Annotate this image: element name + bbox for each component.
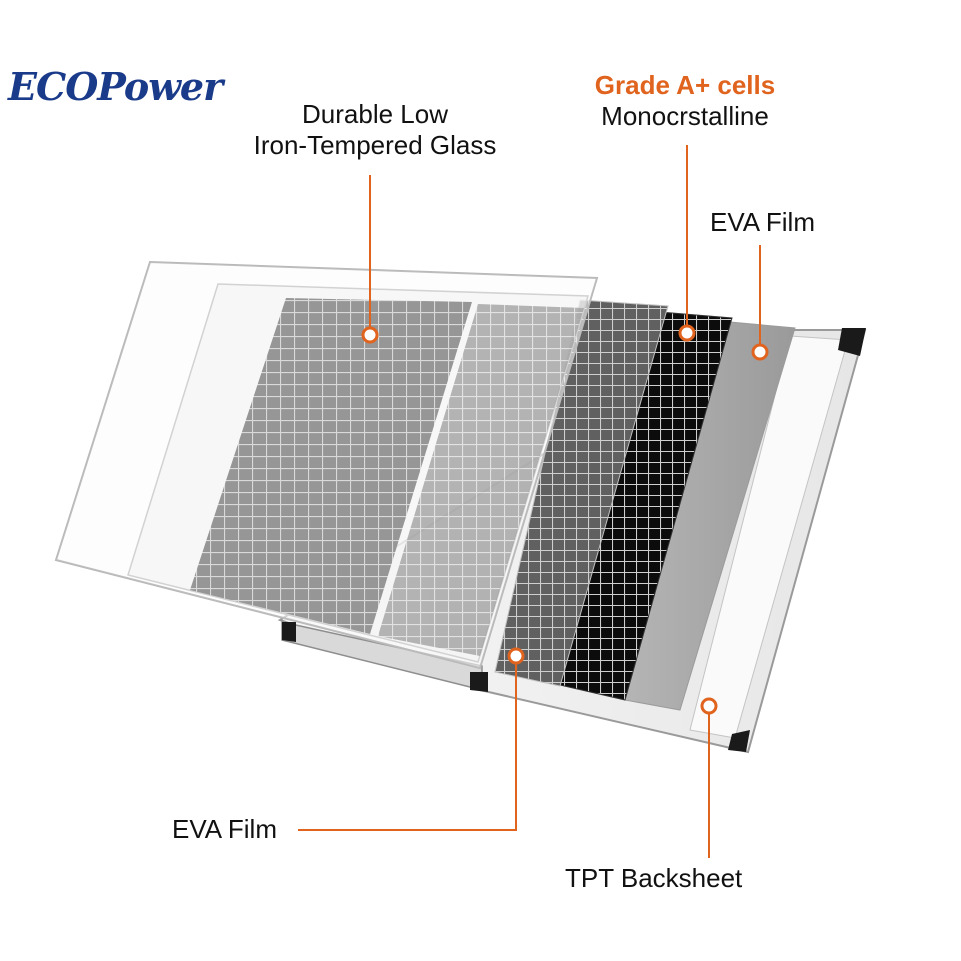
cells-grade-label: Grade A+ cells: [594, 70, 776, 100]
frame-corner-bracket: [728, 730, 750, 752]
glass-label-line-1: Durable Low: [302, 99, 448, 129]
frame-corner-bracket: [282, 622, 296, 642]
frame-corner-bracket: [838, 328, 866, 356]
tpt-backsheet-label: TPT Backsheet: [565, 863, 743, 893]
tempered-glass-layer: [54, 260, 599, 670]
glass-label: Durable Low Iron-Tempered Glass: [240, 99, 510, 161]
callout-dot-icon: [700, 697, 718, 715]
glass-label-line-2: Iron-Tempered Glass: [253, 130, 497, 160]
callout-dot-icon: [751, 343, 769, 361]
eva-front-leader-line: [298, 656, 517, 831]
callout-leader-lines: [298, 145, 761, 858]
eva-film-back-label: EVA Film: [710, 207, 815, 237]
callout-dot-icon: [507, 647, 525, 665]
callout-dot-icon: [678, 324, 696, 342]
brand-logo: ECOPower: [8, 64, 223, 109]
callout-dots: [361, 324, 769, 715]
cells-type-label: Monocrstalline: [601, 101, 769, 131]
eva-film-front-label: EVA Film: [172, 814, 277, 844]
callout-dot-icon: [361, 326, 379, 344]
frame-corner-bracket: [470, 672, 488, 692]
eva-film-front-layer: [494, 299, 669, 687]
cells-label: Grade A+ cells Monocrstalline: [575, 70, 795, 132]
